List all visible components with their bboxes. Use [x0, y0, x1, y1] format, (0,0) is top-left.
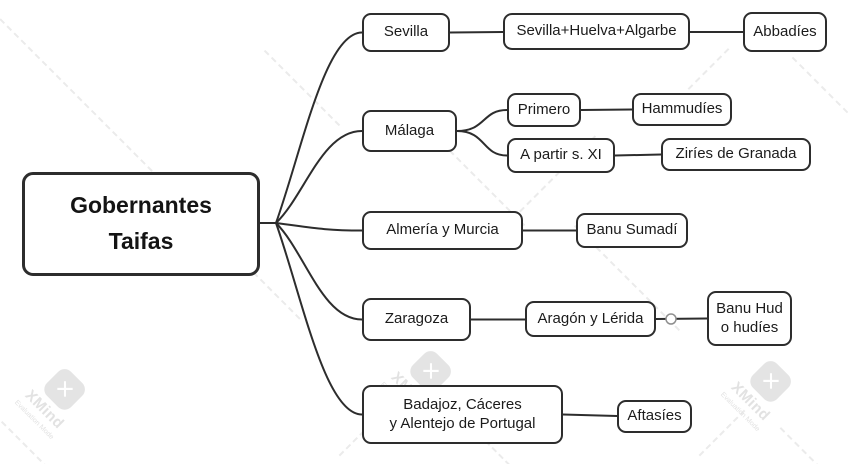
topic-label: Hammudíes: [641, 100, 723, 118]
topic-label: A partir s. XI: [520, 146, 602, 164]
topic-malaga[interactable]: Málaga: [362, 110, 457, 152]
topic-label: Ziríes de Granada: [675, 145, 797, 163]
topic-label: Aragón y Lérida: [537, 309, 644, 327]
topic-zaragoza[interactable]: Zaragoza: [362, 298, 471, 341]
connector-primero-hammudies: [580, 108, 633, 111]
topic-almeria-y-murcia[interactable]: Almería y Murcia: [362, 211, 523, 250]
topic-label: Primero: [517, 100, 571, 118]
topic-label: Abbadíes: [753, 22, 817, 40]
topic-badajoz-caceres[interactable]: Badajoz, Cáceres y Alentejo de Portugal: [362, 385, 563, 444]
connector-malaga-primero: [456, 109, 508, 132]
topic-sevilla[interactable]: Sevilla: [362, 13, 450, 52]
connector-root-malaga: [275, 130, 363, 224]
topic-label: Málaga: [384, 121, 435, 139]
topic-label: Badajoz, Cáceres y Alentejo de Portugal: [389, 395, 536, 432]
connector-root-zaragoza: [275, 222, 363, 321]
topic-label: Aftasíes: [627, 407, 682, 425]
topic-banu-sumadi[interactable]: Banu Sumadí: [576, 213, 688, 248]
connector-root-almeria: [275, 222, 363, 232]
topic-label: Sevilla: [383, 23, 429, 41]
topic-abbadies[interactable]: Abbadíes: [743, 12, 827, 52]
topic-ziries-de-granada[interactable]: Ziríes de Granada: [661, 138, 811, 171]
topic-root[interactable]: Gobernantes Taifas: [22, 172, 260, 276]
connector-malaga-apartir: [456, 130, 508, 157]
connector-aragon-banuhud: [655, 317, 708, 320]
topic-label: Banu Hud o hudíes: [716, 299, 783, 336]
connector-root-badajoz: [275, 222, 363, 416]
connector-badajoz-aftasies: [562, 413, 618, 417]
topic-sevilla-huelva-algarbe[interactable]: Sevilla+Huelva+Algarbe: [503, 13, 690, 50]
topic-label: Almería y Murcia: [386, 221, 499, 239]
topic-primero[interactable]: Primero: [507, 93, 581, 127]
connector-apartir-ziries: [614, 153, 662, 157]
topic-banu-hud[interactable]: Banu Hud o hudíes: [707, 291, 792, 346]
topic-aragon-y-lerida[interactable]: Aragón y Lérida: [525, 301, 656, 337]
topic-a-partir-s-xi[interactable]: A partir s. XI: [507, 138, 615, 173]
topic-label: Banu Sumadí: [586, 221, 678, 239]
collapse-handle[interactable]: [665, 313, 677, 325]
topic-root-label: Gobernantes Taifas: [70, 192, 212, 254]
topic-label: Sevilla+Huelva+Algarbe: [516, 22, 677, 40]
connector-sevilla-huelva: [449, 31, 504, 34]
topic-aftasies[interactable]: Aftasíes: [617, 400, 692, 433]
topic-label: Zaragoza: [384, 310, 449, 328]
connector-root-sevilla: [275, 31, 363, 224]
topic-hammudies[interactable]: Hammudíes: [632, 93, 732, 126]
